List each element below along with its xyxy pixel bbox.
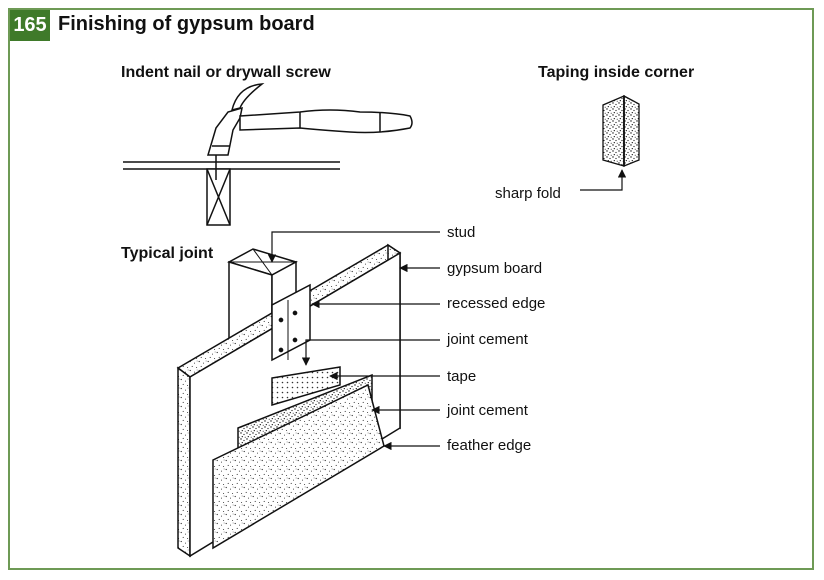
label-joint-cement-1: joint cement (447, 331, 528, 348)
figure-frame (8, 8, 814, 570)
typical-joint-illustration (176, 243, 402, 558)
label-sharp-fold: sharp fold (495, 185, 561, 202)
nail-heading: Indent nail or drywall screw (121, 64, 331, 81)
figure-title: Finishing of gypsum board (58, 13, 315, 35)
label-feather-edge: feather edge (447, 437, 532, 454)
joint-heading: Typical joint (121, 245, 214, 262)
label-tape: tape (447, 368, 477, 385)
label-stud: stud (447, 224, 476, 241)
label-joint-cement-2: joint cement (447, 402, 528, 419)
corner-heading: Taping inside corner (538, 64, 695, 81)
figure-number-badge: 165 (10, 10, 50, 41)
hammer-illustration (123, 83, 413, 226)
label-recessed-edge: recessed edge (447, 295, 546, 312)
leader-lines (267, 231, 440, 451)
inside-corner-illustration (580, 94, 640, 191)
label-gypsum-board: gypsum board (447, 260, 543, 277)
